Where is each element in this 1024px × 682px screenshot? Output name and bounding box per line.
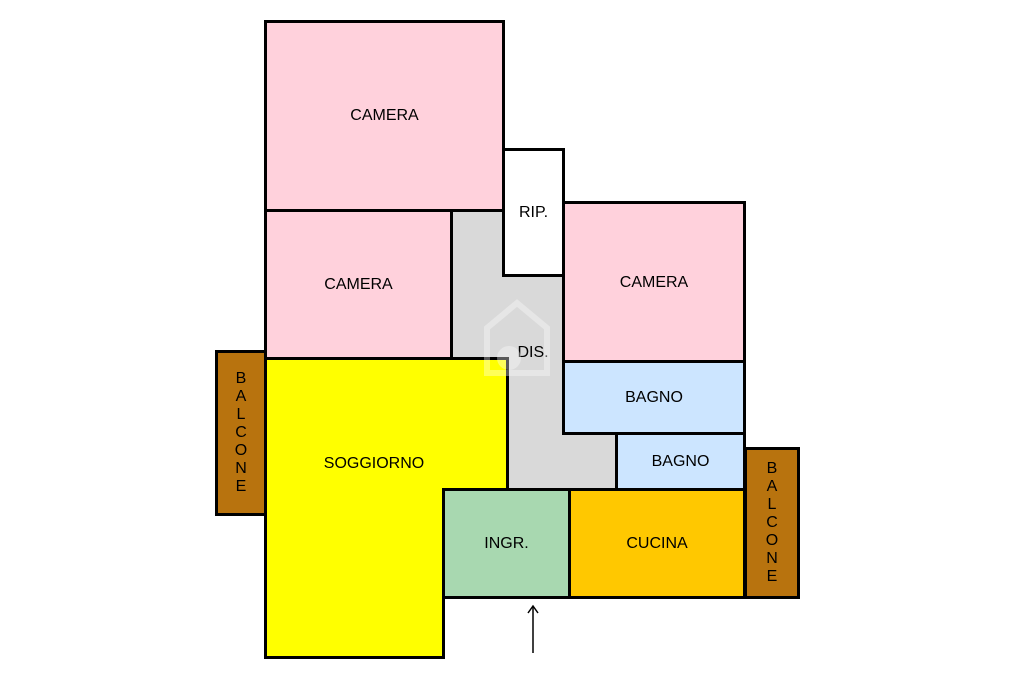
room-ingresso: INGR. xyxy=(442,488,571,599)
balcone-letter: E xyxy=(235,478,247,495)
room-label: CAMERA xyxy=(350,107,419,124)
room-label: INGR. xyxy=(484,534,529,552)
arrow-up-icon xyxy=(527,604,539,653)
room-camera-top: CAMERA xyxy=(264,20,505,212)
balcone-letter: B xyxy=(766,460,778,477)
balcone-letter: B xyxy=(235,370,247,387)
balcone-letter: L xyxy=(236,406,246,423)
balcone-letter: L xyxy=(767,496,777,513)
room-camera-left: CAMERA xyxy=(264,209,453,360)
balcone-letter: C xyxy=(235,424,247,441)
balcone-letter: N xyxy=(766,550,778,567)
room-label: CAMERA xyxy=(619,273,689,291)
room-label: BAGNO xyxy=(651,453,710,470)
room-label: SOGGIORNO xyxy=(323,455,425,472)
corridor-extension xyxy=(505,275,565,365)
room-camera-right: CAMERA xyxy=(562,201,746,364)
room-label: BAGNO xyxy=(625,388,683,406)
room-bagno-2: BAGNO xyxy=(615,432,746,492)
room-label: RIP. xyxy=(518,203,549,221)
room-bagno-1: BAGNO xyxy=(562,360,746,435)
room-label: CUCINA xyxy=(626,534,688,552)
room-cucina: CUCINA xyxy=(568,488,746,599)
room-ripostiglio: RIP. xyxy=(502,148,565,277)
room-label-disimpegno: DIS. xyxy=(517,344,549,361)
balcone-letter: O xyxy=(765,532,779,549)
balcone-letter: O xyxy=(234,442,248,459)
room-label: CAMERA xyxy=(324,275,393,293)
watermark-house-icon xyxy=(484,299,550,376)
balcone-letter: E xyxy=(766,568,778,585)
balcone-letter: A xyxy=(766,478,778,495)
balcone-letter: C xyxy=(766,514,778,531)
balcone-letter: A xyxy=(235,388,247,405)
balcone-letter: N xyxy=(235,460,247,477)
